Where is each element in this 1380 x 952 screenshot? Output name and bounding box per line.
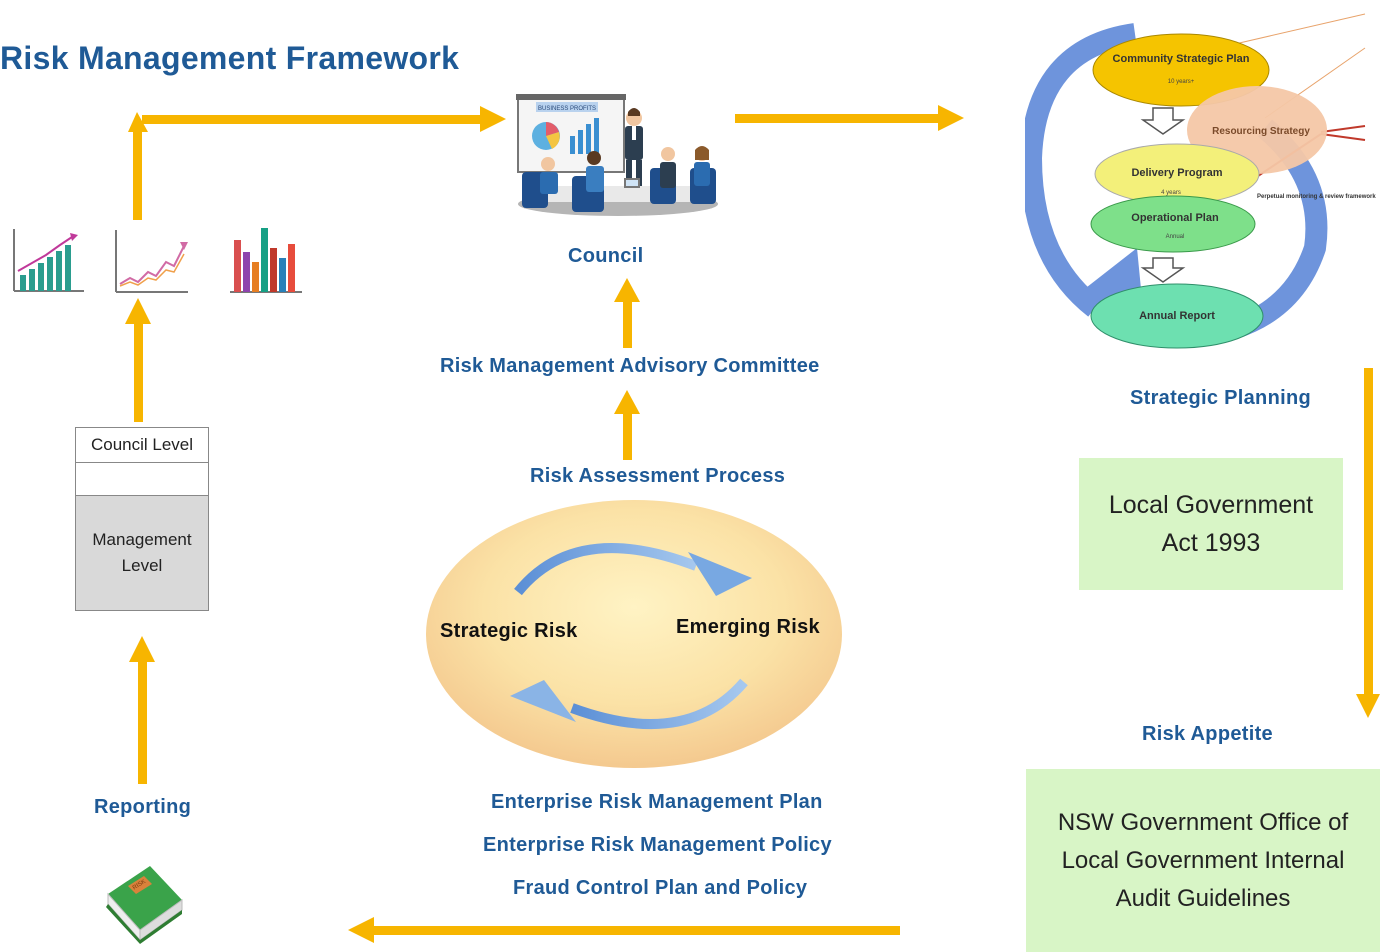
delivery-text: Delivery Program	[1131, 167, 1222, 179]
arrow-right-vertical	[1364, 368, 1373, 698]
council-label: Council	[568, 245, 644, 267]
arrow-bottom-head	[348, 917, 374, 943]
level-spacer-cell	[76, 463, 208, 496]
management-level-cell: Management Level	[76, 496, 208, 610]
erm-policy-label: Enterprise Risk Management Policy	[483, 834, 832, 856]
cycle-arrow-top	[514, 543, 698, 596]
arrow-rmac-to-council	[623, 298, 632, 348]
council-meeting-illustration: BUSINESS PROFITS	[516, 94, 718, 216]
risk-appetite-label: Risk Appetite	[1142, 723, 1273, 745]
local-government-act-text: Local Government Act 1993	[1108, 491, 1314, 557]
community-plan-text: Community Strategic Plan	[1113, 53, 1250, 65]
arrow-rap-to-rmac-head	[614, 390, 640, 414]
line-chart-growth-icon	[115, 230, 188, 293]
arrow-bottom-horizontal	[372, 926, 900, 935]
cycle-arrow-top-head	[688, 552, 752, 596]
rmac-label: Risk Management Advisory Committee	[440, 355, 820, 377]
management-level-text: Management Level	[92, 530, 192, 575]
council-level-cell: Council Level	[76, 428, 208, 463]
planning-cycle-arrow-left	[1025, 23, 1137, 317]
level-box: Council Level Management Level	[75, 427, 209, 611]
arrow-left-corner-head	[128, 112, 148, 132]
arrow-reporting-up-head	[129, 636, 155, 662]
arrow-council-to-planning	[735, 114, 940, 123]
arrow-top-head	[480, 106, 506, 132]
risk-assessment-process-label: Risk Assessment Process	[530, 465, 786, 487]
perpetual-text: Perpetual monitoring & review framework	[1257, 194, 1376, 200]
page-title: Risk Management Framework	[0, 40, 460, 76]
strategic-risk-label: Strategic Risk	[440, 620, 578, 642]
cycle-arrow-bottom	[570, 678, 748, 729]
planning-down-arrow-1	[1140, 107, 1186, 135]
board-sign: BUSINESS PROFITS	[538, 106, 596, 112]
planning-down-arrow-2	[1140, 257, 1186, 283]
nsw-guidelines-text: NSW Government Office of Local Governmen…	[1057, 808, 1349, 912]
emerging-risk-label: Emerging Risk	[676, 616, 820, 638]
arrow-rmac-to-council-head	[614, 278, 640, 302]
erm-plan-label: Enterprise Risk Management Plan	[491, 791, 823, 813]
operational-text: Operational Plan	[1131, 212, 1219, 224]
bar-chart-multi-icon	[230, 228, 302, 293]
delivery-sub: 4 years	[1161, 190, 1181, 196]
community-plan-sub: 10 years+	[1168, 79, 1195, 85]
risk-cycle-ellipse	[426, 500, 842, 768]
strategic-planning-cycle: Community Strategic Plan 10 years+ Resou…	[1025, 13, 1376, 349]
cycle-arrow-bottom-head	[510, 680, 576, 722]
arrow-levels-up-head	[125, 298, 151, 324]
arrow-rap-to-rmac	[623, 410, 632, 460]
arrow-top-horizontal	[142, 115, 482, 124]
strategic-planning-label: Strategic Planning	[1130, 387, 1311, 409]
operational-sub: Annual	[1166, 234, 1185, 240]
resourcing-text: Resourcing Strategy	[1212, 126, 1310, 137]
arrow-left-vertical-top	[133, 128, 142, 220]
reporting-label: Reporting	[94, 796, 192, 818]
annual-report-text: Annual Report	[1139, 310, 1215, 322]
fraud-control-label: Fraud Control Plan and Policy	[513, 877, 808, 899]
local-government-act-box: Local Government Act 1993	[1079, 458, 1343, 590]
nsw-guidelines-box: NSW Government Office of Local Governmen…	[1026, 769, 1380, 952]
arrow-reporting-up	[138, 660, 147, 784]
arrow-council-to-planning-head	[938, 105, 964, 131]
arrow-right-vertical-head	[1356, 694, 1380, 718]
bar-chart-growth-icon	[13, 229, 84, 292]
arrow-levels-up	[134, 322, 143, 422]
book-icon: RISK	[106, 866, 183, 944]
